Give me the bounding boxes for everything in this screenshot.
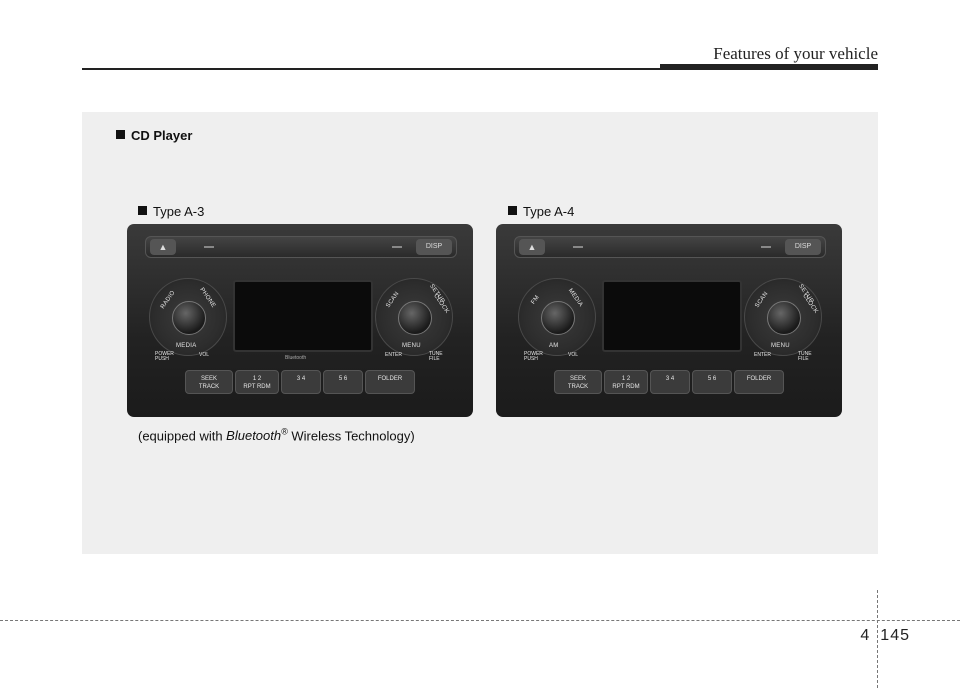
eject-icon: ▲	[519, 239, 545, 255]
preset-5-6-button: 5 6	[692, 370, 732, 394]
type-a4-label: Type A-4	[508, 204, 574, 219]
folder-button: FOLDER	[365, 370, 415, 394]
disp-button-label: DISP	[416, 239, 452, 255]
bluetooth-caption: (equipped with Bluetooth® Wireless Techn…	[138, 427, 415, 444]
bluetooth-logo: Bluetooth	[285, 355, 307, 361]
cd-slot-bar: ▲ DISP	[514, 236, 826, 258]
footer-dashed-rule	[0, 620, 960, 621]
preset-3-4-button: 3 4	[281, 370, 321, 394]
header-accent-bar	[660, 64, 878, 70]
illustration-panel: CD Player Type A-3 Type A-4 ▲ DISP RADIO…	[82, 112, 878, 554]
bullet-square-icon	[116, 130, 125, 139]
tune-knob-cap	[767, 301, 801, 335]
display-screen	[602, 280, 742, 352]
type-a3-label: Type A-3	[138, 204, 204, 219]
left-knob: FM MEDIA AM	[518, 278, 596, 356]
bullet-square-icon	[508, 206, 517, 215]
volume-knob-cap	[172, 301, 206, 335]
preset-3-4-button: 3 4	[650, 370, 690, 394]
tune-knob-cap	[398, 301, 432, 335]
disp-button-label: DISP	[785, 239, 821, 255]
right-knob: SCAN SETUP CLOCK MENU	[744, 278, 822, 356]
page-header-title: Features of your vehicle	[713, 44, 878, 63]
left-knob: RADIO PHONE MEDIA	[149, 278, 227, 356]
footer-dashed-divider	[877, 590, 878, 688]
section-title: CD Player	[116, 128, 192, 143]
eject-icon: ▲	[150, 239, 176, 255]
preset-5-6-button: 5 6	[323, 370, 363, 394]
header-rule	[82, 68, 878, 70]
folder-button: FOLDER	[734, 370, 784, 394]
radio-type-a3-image: ▲ DISP RADIO PHONE MEDIA SCAN SETUP CLOC…	[127, 224, 473, 417]
right-knob: SCAN SETUP CLOCK MENU	[375, 278, 453, 356]
cd-slot-bar: ▲ DISP	[145, 236, 457, 258]
bullet-square-icon	[138, 206, 147, 215]
display-screen	[233, 280, 373, 352]
volume-knob-cap	[541, 301, 575, 335]
radio-type-a4-image: ▲ DISP FM MEDIA AM SCAN SETUP CLOCK MENU…	[496, 224, 842, 417]
